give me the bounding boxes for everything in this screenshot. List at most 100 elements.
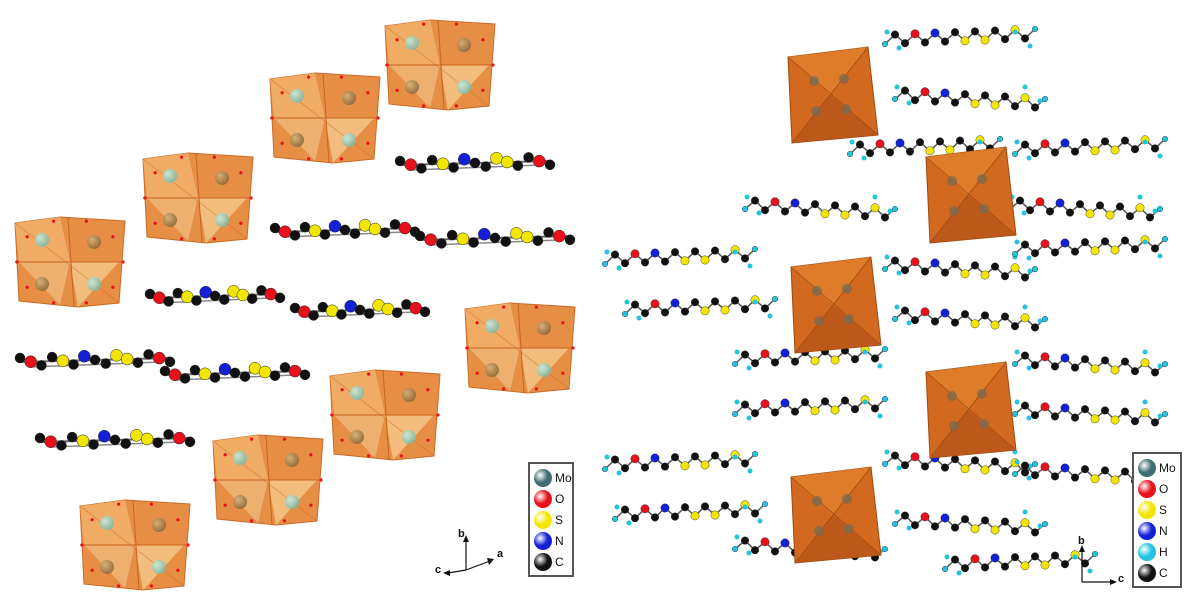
atom-c bbox=[1081, 238, 1090, 247]
atom-c bbox=[780, 207, 789, 216]
atom-c bbox=[961, 310, 970, 319]
atom-s bbox=[1090, 364, 1100, 374]
o-atom bbox=[282, 437, 286, 441]
bedt-molecule bbox=[1007, 194, 1164, 222]
atom-c bbox=[1071, 247, 1080, 256]
atom-c bbox=[700, 502, 709, 511]
ttf-molecule bbox=[14, 349, 176, 371]
atom-h bbox=[1157, 253, 1163, 259]
atom-o bbox=[875, 139, 885, 149]
atom-h bbox=[1032, 26, 1039, 33]
atom-c bbox=[760, 304, 769, 313]
atom-s bbox=[1090, 246, 1100, 256]
atom-n bbox=[478, 227, 491, 241]
axis-c-label-right: c bbox=[1118, 573, 1125, 585]
mo-atom bbox=[949, 206, 959, 216]
atom-s bbox=[925, 146, 935, 156]
o-atom bbox=[366, 91, 370, 95]
o-atom bbox=[117, 502, 121, 506]
atom-s bbox=[1110, 475, 1120, 485]
atom-c bbox=[269, 222, 281, 234]
o-atom bbox=[534, 387, 538, 391]
atom-c bbox=[641, 309, 650, 318]
polyoxometalate-clusters-right bbox=[787, 46, 1017, 564]
atom-s bbox=[960, 36, 970, 46]
o-atom bbox=[250, 437, 254, 441]
legend-label-c: C bbox=[555, 554, 564, 569]
atom-n bbox=[780, 348, 790, 358]
atom-c bbox=[936, 137, 945, 146]
legend-label-mo: Mo bbox=[555, 470, 572, 485]
atom-s bbox=[960, 464, 970, 474]
atom-s bbox=[960, 269, 970, 279]
atom-h bbox=[626, 520, 632, 526]
atom-o bbox=[24, 355, 37, 368]
o-atom bbox=[502, 387, 506, 391]
mo-atom bbox=[163, 169, 177, 183]
ttf-molecule bbox=[34, 429, 196, 451]
octahedral-cluster bbox=[925, 361, 1017, 459]
atom-h bbox=[1152, 208, 1158, 214]
atom-c bbox=[916, 138, 925, 147]
atom-s bbox=[510, 227, 523, 240]
mo-atom bbox=[485, 319, 499, 333]
atom-c bbox=[120, 438, 131, 449]
o-atom bbox=[52, 219, 56, 223]
legend-label-s: S bbox=[1159, 502, 1168, 517]
atom-c bbox=[740, 400, 749, 409]
mo-atom bbox=[35, 233, 49, 247]
atom-s bbox=[870, 203, 880, 213]
o-atom bbox=[212, 237, 216, 241]
atom-h bbox=[732, 249, 738, 255]
atom-s bbox=[830, 405, 840, 415]
atom-h bbox=[1026, 255, 1032, 261]
atom-h bbox=[1142, 239, 1148, 245]
atom-s bbox=[110, 349, 123, 362]
atom-h bbox=[636, 315, 642, 321]
o-atom bbox=[84, 219, 88, 223]
atom-c bbox=[1101, 466, 1110, 475]
atom-s bbox=[700, 460, 710, 470]
atom-c bbox=[1031, 361, 1040, 370]
o-atom bbox=[149, 584, 153, 588]
atom-c bbox=[1031, 528, 1040, 537]
atom-c bbox=[1021, 240, 1030, 249]
atom-h bbox=[1042, 521, 1049, 528]
atom-h bbox=[872, 194, 878, 200]
o-atom bbox=[481, 38, 485, 42]
bedt-molecule bbox=[1012, 235, 1169, 261]
atom-c bbox=[1131, 367, 1140, 376]
o-atom bbox=[307, 75, 311, 79]
atom-h bbox=[882, 266, 889, 273]
o-atom bbox=[180, 237, 184, 241]
atom-o bbox=[1040, 239, 1050, 249]
atom-s bbox=[1020, 561, 1030, 571]
atom-c bbox=[981, 91, 990, 100]
mo-atom bbox=[811, 106, 821, 116]
atom-c bbox=[680, 307, 689, 316]
atom-s bbox=[990, 525, 1000, 535]
atom-s bbox=[1110, 245, 1120, 255]
atom-h bbox=[624, 299, 630, 305]
atom-c bbox=[981, 516, 990, 525]
atom-c bbox=[921, 38, 930, 47]
bedt-molecule bbox=[731, 345, 889, 371]
mo-atom bbox=[842, 284, 852, 294]
atom-h bbox=[1014, 239, 1020, 245]
o-atom bbox=[80, 543, 84, 547]
legend-item-n: N bbox=[1138, 520, 1176, 541]
atom-c bbox=[189, 364, 201, 376]
atom-c bbox=[1151, 244, 1160, 253]
atom-c bbox=[1081, 355, 1090, 364]
mo-atom bbox=[342, 133, 356, 147]
atom-c bbox=[670, 512, 679, 521]
atom-c bbox=[750, 509, 759, 518]
atom-o bbox=[920, 512, 930, 522]
ttf-molecule bbox=[414, 227, 576, 249]
atom-c bbox=[1021, 351, 1030, 360]
mo-atom bbox=[949, 421, 959, 431]
o-atom bbox=[426, 388, 430, 392]
mo-atom bbox=[342, 91, 356, 105]
atom-h bbox=[884, 254, 890, 260]
atom-c bbox=[710, 246, 719, 255]
